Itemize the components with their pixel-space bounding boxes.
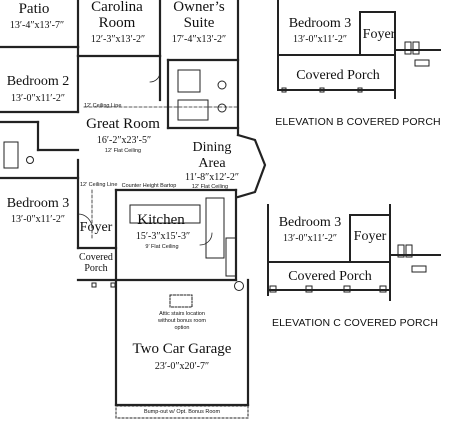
patio-dimensions: 13′-4″x13′-7″ [9,20,65,31]
owners-suite-dimensions: 17′-4″x13′-2″ [171,34,227,45]
dining-area-label-line2: Area [198,156,226,171]
counter-bartop-note: Counter Height Bartop [121,183,177,189]
dining-area-ceiling-note: 12′ Flat Ceiling [191,184,229,190]
elevation-c-bedroom-dimensions: 13′-0″x11′-2″ [283,233,337,244]
carolina-room-label-line1: Carolina [91,0,143,15]
covered-porch-label-line1: Covered [79,252,113,263]
garage-dimensions: 23′-0″x20′-7″ [154,361,210,372]
kitchen-dimensions: 15′-3″x15′-3″ [135,231,191,242]
elevation-b-bedroom-label: Bedroom 3 [288,16,352,31]
elevation-b-walls [277,0,441,99]
elevation-b-foyer-label: Foyer [362,27,396,42]
elevation-b-bedroom-dimensions: 13′-0″x11′-2″ [293,34,347,45]
owners-suite-label-line2: Suite [183,15,215,31]
patio-label: Patio [18,1,50,17]
attic-stairs-note-line1: Attic stairs location [159,311,205,317]
elevation-c-covered-porch-label: Covered Porch [288,269,372,284]
elevation-c-walls [267,204,441,301]
elevation-b-caption: ELEVATION B COVERED PORCH [275,116,441,128]
great-room-label: Great Room [86,116,160,132]
foyer-label: Foyer [79,220,113,235]
elevation-c-foyer-label: Foyer [353,229,387,244]
elevation-c-bedroom-label: Bedroom 3 [278,215,342,230]
attic-stairs-note-line3: option [174,325,190,331]
ceiling-line-note-left: 12′ Ceiling Line [80,182,118,188]
carolina-room-label-line2: Room [98,15,136,31]
great-room-dimensions: 16′-2″x23′-5″ [96,135,152,146]
kitchen-label: Kitchen [137,212,185,228]
bump-out-note: Bump-out w/ Opt. Bonus Room [143,409,221,415]
bedroom3-label: Bedroom 3 [6,196,70,211]
carolina-room-dimensions: 12′-3″x13′-2″ [90,34,146,45]
kitchen-ceiling-note: 9′ Flat Ceiling [145,244,179,250]
bedroom3-dimensions: 13′-0″x11′-2″ [11,214,65,225]
main-plan-walls [0,0,267,407]
garage-label: Two Car Garage [132,341,232,357]
attic-stairs-note-line2: without bonus room [158,318,206,324]
great-room-ceiling-note: 12′ Flat Ceiling [104,148,142,154]
bedroom2-label: Bedroom 2 [6,74,70,89]
elevation-b-covered-porch-label: Covered Porch [296,68,380,83]
ceiling-line-note-top: 12′ Ceiling Line [84,103,122,109]
bedroom2-dimensions: 13′-0″x11′-2″ [11,93,65,104]
owners-suite-label-line1: Owner’s [173,0,225,15]
dining-area-dimensions: 11′-8″x12′-2″ [185,172,239,183]
dining-area-label-line1: Dining [192,140,232,155]
covered-porch-label-line2: Porch [84,263,108,274]
elevation-c-caption: ELEVATION C COVERED PORCH [271,317,439,329]
